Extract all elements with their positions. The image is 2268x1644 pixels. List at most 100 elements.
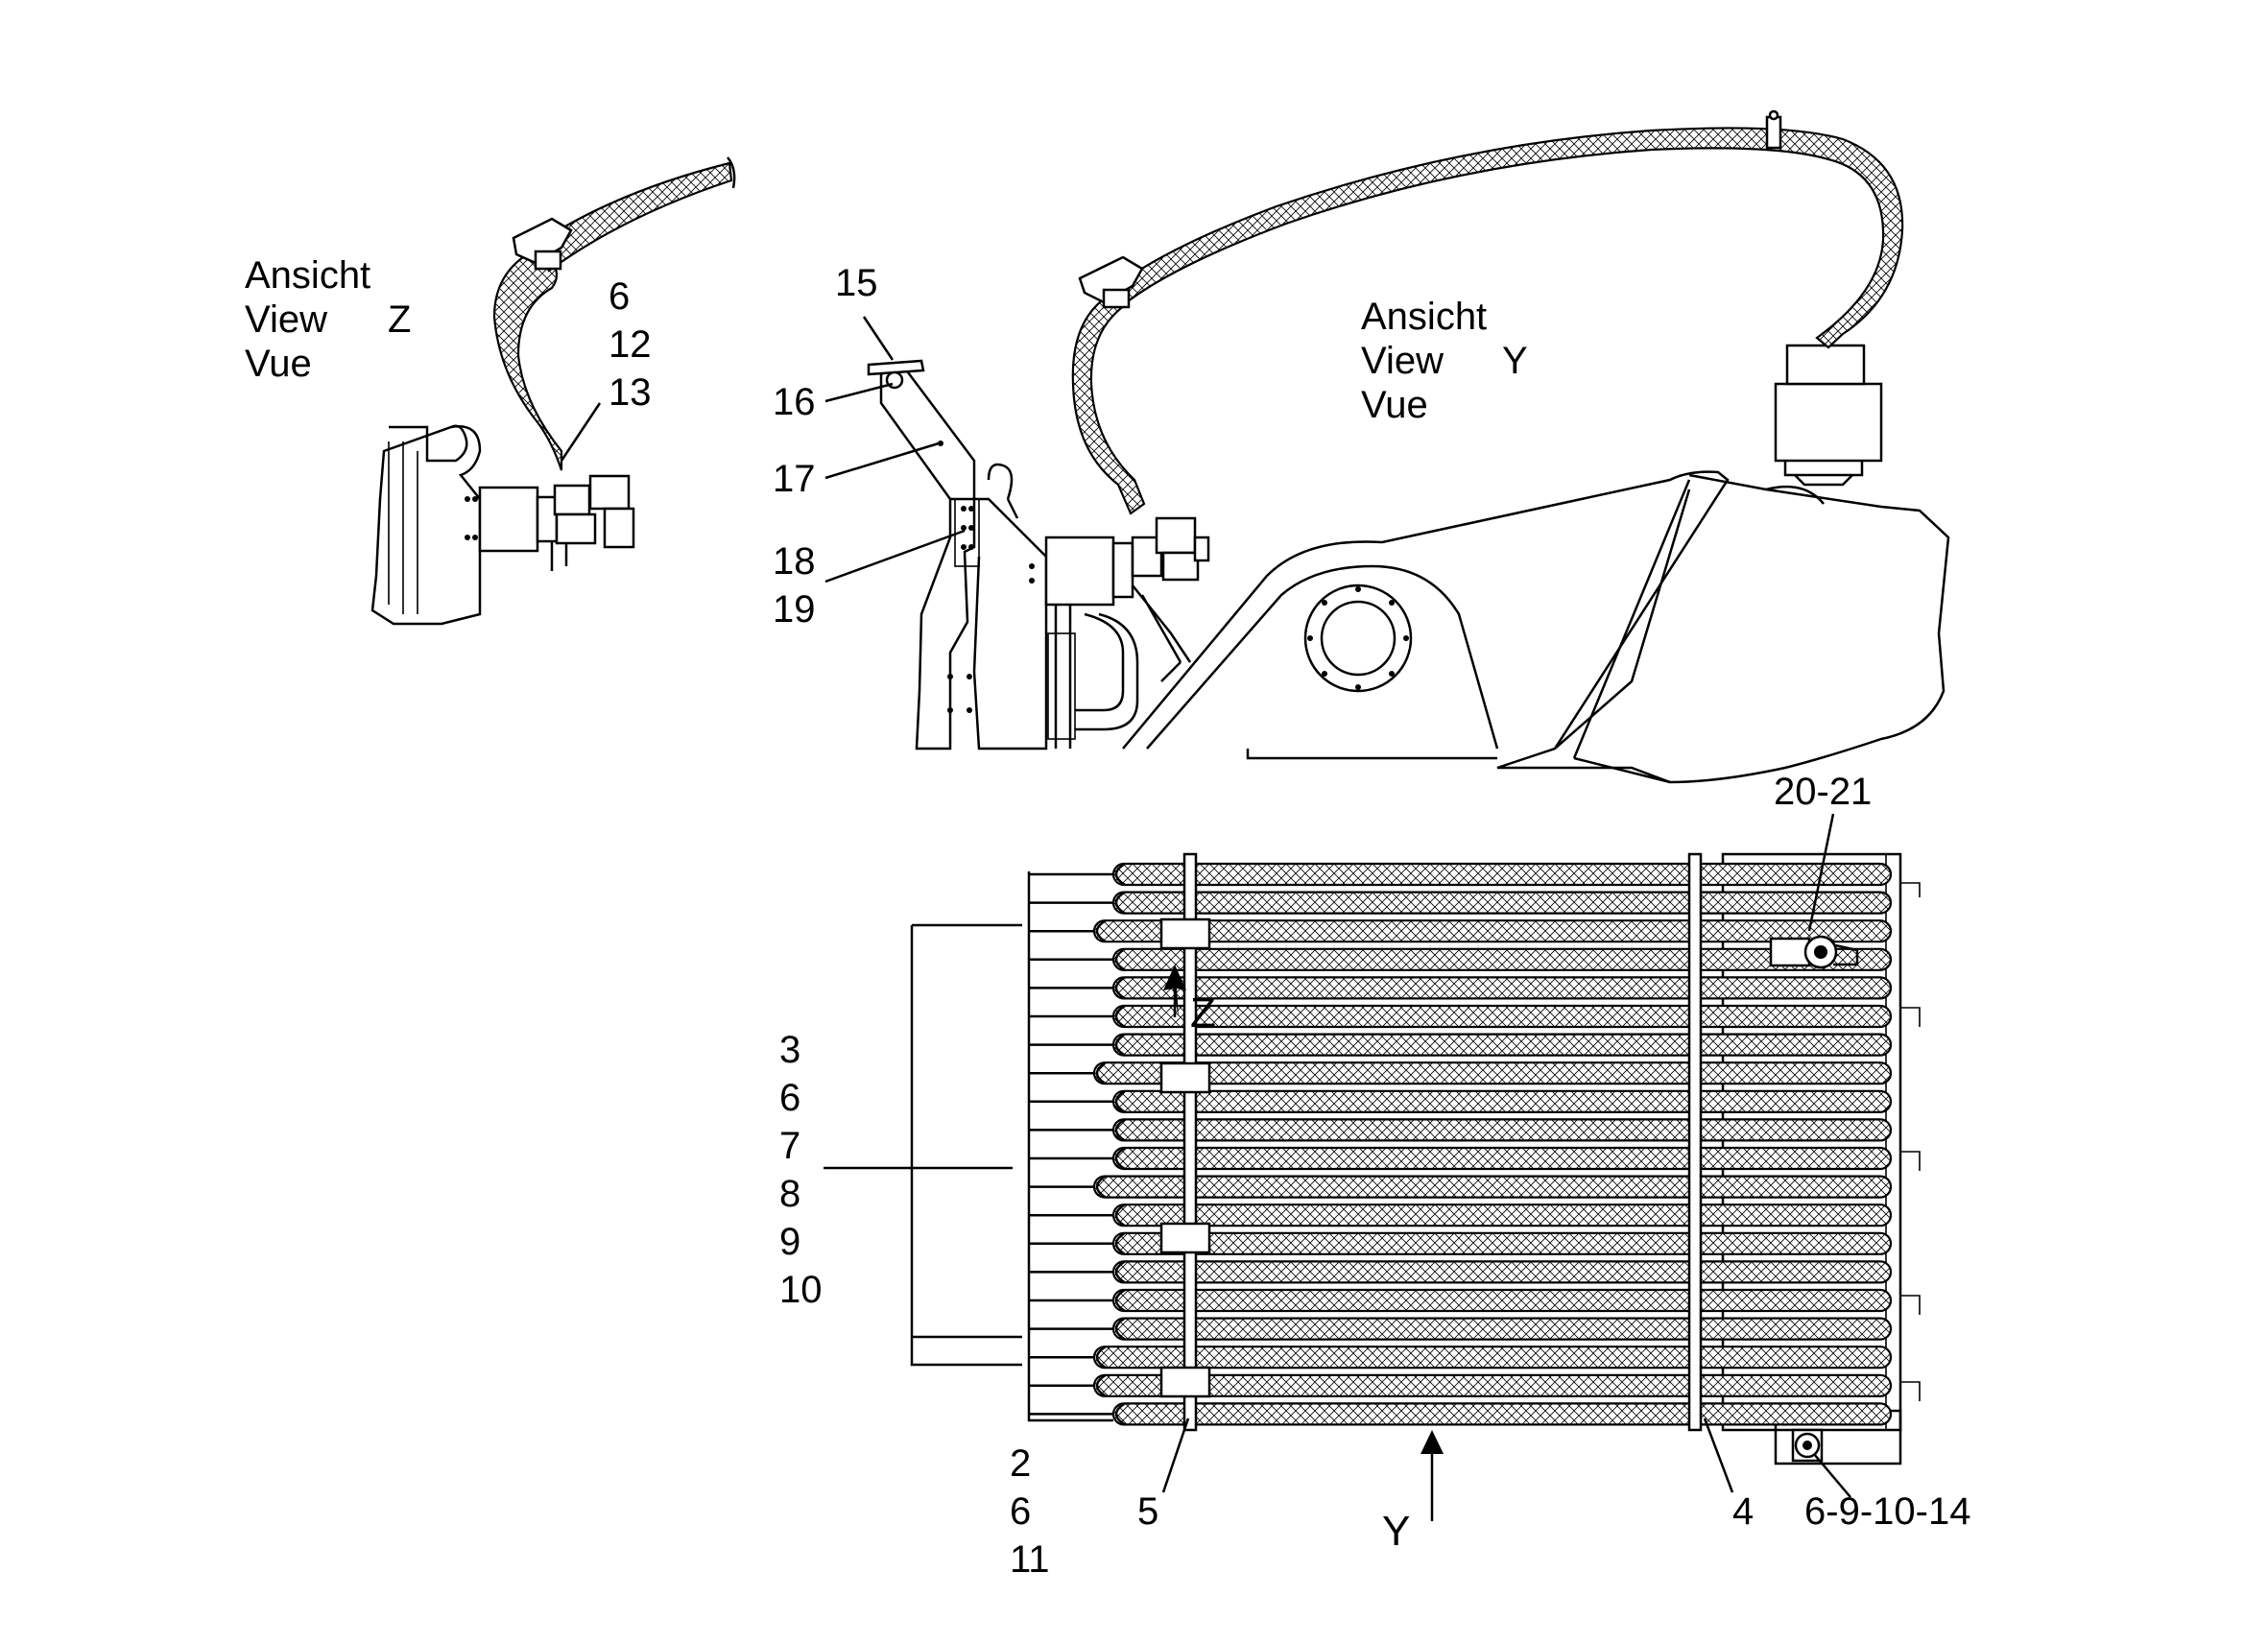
callout-12: 12 xyxy=(609,323,652,366)
callout-13: 13 xyxy=(609,371,652,414)
view-y-letter: Y xyxy=(1502,340,1528,382)
view-z-line1: Ansicht xyxy=(245,254,370,297)
y-bracket xyxy=(879,363,976,751)
z-hose-upper xyxy=(534,161,733,273)
hose-row xyxy=(1111,1004,1893,1029)
top-leaders xyxy=(560,316,966,584)
hose-end xyxy=(1114,1004,1126,1029)
hose-end xyxy=(1095,1373,1107,1397)
hose-end xyxy=(1095,1346,1107,1370)
clamp-bar-4 xyxy=(1687,852,1703,1432)
y-clamp xyxy=(1078,255,1144,304)
view-y-line1: Ansicht xyxy=(1361,296,1487,338)
hose-row xyxy=(1111,976,1893,1000)
z-valve-block xyxy=(478,486,539,553)
callout-6-mid: 6 xyxy=(779,1077,800,1119)
hose-row xyxy=(1111,1118,1893,1142)
view-y-line3: Vue xyxy=(1361,384,1428,426)
hose-row xyxy=(1092,1061,1893,1085)
hose-row xyxy=(1111,1231,1893,1255)
callout-3: 3 xyxy=(779,1029,800,1071)
y-hose-top xyxy=(1110,127,1904,349)
view-z-caption: Ansicht View Z Vue xyxy=(245,254,411,385)
hose-end xyxy=(1114,1089,1126,1113)
y-main-frame xyxy=(1122,470,1730,750)
hose-row xyxy=(1111,1203,1893,1227)
hose-row xyxy=(1111,1402,1893,1426)
callout-8: 8 xyxy=(779,1173,800,1215)
y-cylinder xyxy=(1774,382,1883,463)
z-hose xyxy=(492,246,563,471)
hose-end xyxy=(1114,1203,1126,1227)
callout-18: 18 xyxy=(773,540,816,583)
y-bucket xyxy=(1496,473,1950,784)
arrow-y-label: Y xyxy=(1382,1508,1410,1555)
y-valve-block xyxy=(1044,536,1115,607)
callout-11: 11 xyxy=(1010,1538,1050,1581)
leader-bracket-outer xyxy=(1027,871,1113,1422)
view-z-letter: Z xyxy=(388,298,411,341)
hose-row xyxy=(1111,1288,1893,1313)
leader-bracket-inner xyxy=(910,925,1022,1367)
view-y-caption: Ansicht View Y Vue xyxy=(1361,296,1528,426)
hose-end xyxy=(1114,1118,1126,1142)
hose-end xyxy=(1114,1231,1126,1255)
callout-6-9-10-14: 6-9-10-14 xyxy=(1804,1490,1970,1533)
hose-row xyxy=(1111,1146,1893,1171)
hose-end xyxy=(1095,919,1107,943)
hose-end xyxy=(1114,976,1126,1000)
plan-view-bundle xyxy=(824,813,1921,1521)
hose-end xyxy=(1114,947,1126,971)
hose-row xyxy=(1092,1373,1893,1397)
callout-5: 5 xyxy=(1137,1490,1158,1533)
arrow-y xyxy=(1420,1430,1444,1454)
hose-row xyxy=(1111,1317,1893,1341)
y-hose-left xyxy=(1071,291,1146,515)
callout-17: 17 xyxy=(773,458,816,500)
hose-row xyxy=(1111,1260,1893,1284)
hose-row xyxy=(1092,1346,1893,1370)
z-clamp xyxy=(512,217,573,265)
callout-16: 16 xyxy=(773,381,816,423)
hose-end xyxy=(1114,891,1126,915)
callout-2: 2 xyxy=(1010,1442,1031,1485)
hose-row xyxy=(1111,891,1893,915)
callout-labels: 6 12 13 15 16 17 18 19 20-21 3 6 7 8 9 1… xyxy=(609,262,1970,1581)
callout-19: 19 xyxy=(773,588,816,631)
hose-row xyxy=(1111,1089,1893,1113)
hose-row xyxy=(1092,1175,1893,1199)
hose-end xyxy=(1114,862,1126,887)
callout-15: 15 xyxy=(835,262,878,304)
leader-ticks xyxy=(1029,872,1113,1416)
view-z-line3: Vue xyxy=(245,343,312,385)
callout-6-top: 6 xyxy=(609,275,630,318)
hose-end xyxy=(1095,1175,1107,1199)
y-upright xyxy=(950,497,1048,751)
hose-end xyxy=(1095,1061,1107,1085)
hose-end xyxy=(1114,1402,1126,1426)
hose-row xyxy=(1111,862,1893,887)
hose-end xyxy=(1114,1288,1126,1313)
hose-end xyxy=(1114,1146,1126,1171)
hose-row xyxy=(1111,1033,1893,1057)
fitting-20-21 xyxy=(1769,937,1811,967)
hose-end xyxy=(1114,1317,1126,1341)
view-y-detail xyxy=(867,109,1950,784)
hose-end xyxy=(1114,1260,1126,1284)
z-frame-body xyxy=(370,424,482,626)
view-z-line2: View xyxy=(245,298,327,341)
callout-6-bottom: 6 xyxy=(1010,1490,1031,1533)
callout-9: 9 xyxy=(779,1221,800,1263)
callout-10: 10 xyxy=(779,1269,823,1311)
view-z-detail xyxy=(370,156,736,626)
callout-20-21: 20-21 xyxy=(1774,771,1872,813)
clamp-bar-5 xyxy=(1182,852,1198,1432)
arrow-z-label: Z xyxy=(1190,989,1216,1036)
callout-4: 4 xyxy=(1732,1490,1754,1533)
hose-end xyxy=(1114,1033,1126,1057)
view-y-line2: View xyxy=(1361,340,1444,382)
y-pipes xyxy=(1054,584,1192,749)
callout-7: 7 xyxy=(779,1125,800,1167)
